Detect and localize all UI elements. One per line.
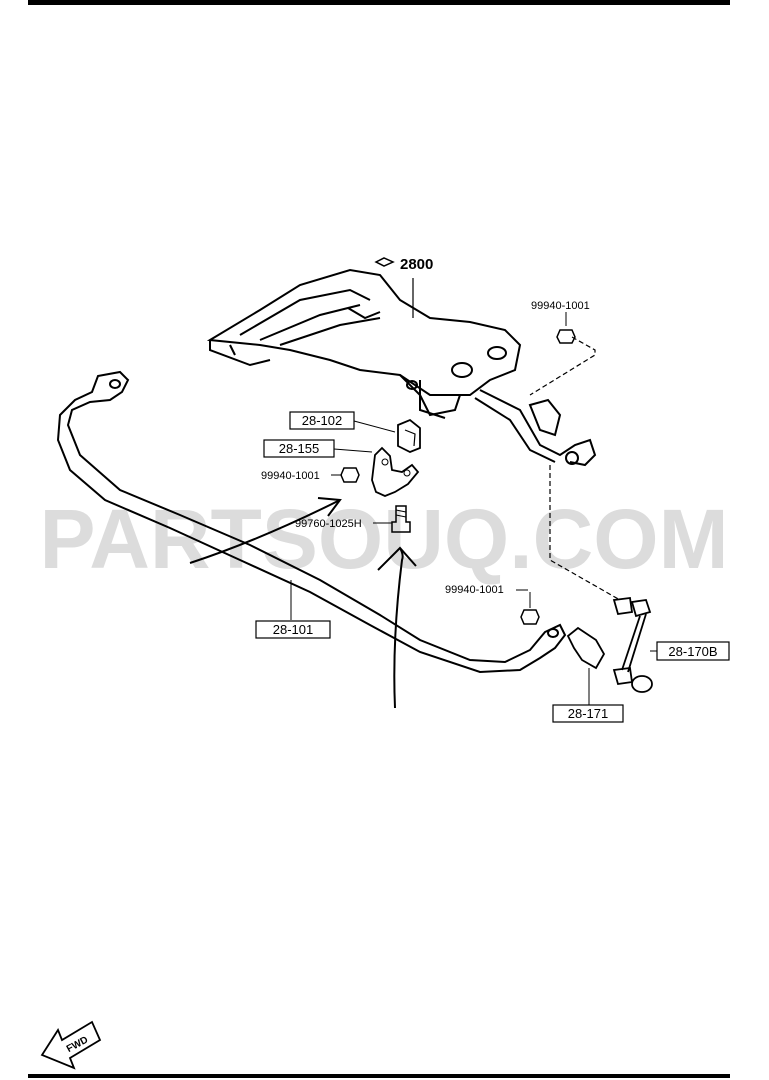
link-guide-dashed: [549, 465, 621, 601]
bracket-shape: [371, 446, 420, 497]
ref-2800: 2800: [374, 256, 433, 318]
cover-28-171: 28-171: [552, 626, 624, 723]
bottom-border: [28, 1074, 730, 1078]
bolt-99760: 99760-1025H: [295, 505, 411, 533]
top-border: [28, 0, 730, 5]
fwd-label: FWD: [65, 1035, 90, 1055]
link-callout: 28-170B: [650, 641, 730, 661]
bracket-28-155: 28-155: [263, 439, 420, 497]
hand-arrow-up: [377, 546, 417, 709]
nut-top: 99940-1001: [529, 300, 596, 396]
nut-lower-label: 99940-1001: [445, 584, 504, 596]
link-28-170B: [612, 596, 653, 693]
subframe-crossmember: [206, 268, 597, 467]
nut-lower-shape: [520, 609, 540, 625]
bracket-label: 28-155: [279, 441, 319, 456]
stabilizer-bar-28-101: [56, 370, 567, 674]
bushing-shape: [397, 418, 421, 453]
nut-left-label: 99940-1001: [261, 470, 320, 482]
nut-left: 99940-1001: [261, 467, 360, 483]
bushing-label: 28-102: [302, 413, 342, 428]
nut-top-label: 99940-1001: [531, 300, 590, 312]
cover-label: 28-171: [568, 706, 608, 721]
ref-2800-label: 2800: [400, 256, 433, 273]
hand-arrow-left: [189, 497, 342, 564]
watermark: PARTSOUQ.COM: [39, 492, 728, 586]
cover-shape: [566, 626, 606, 670]
stabilizer-bar-callout: 28-101: [255, 580, 331, 639]
bolt-label: 99760-1025H: [295, 518, 362, 530]
link-label: 28-170B: [668, 644, 717, 659]
bushing-28-102: 28-102: [289, 411, 421, 453]
stabilizer-bar-label: 28-101: [273, 622, 313, 637]
bolt-shape: [391, 505, 411, 533]
nut-left-shape: [340, 467, 360, 483]
fwd-arrow: FWD: [40, 1020, 102, 1070]
nut-lower: 99940-1001: [445, 584, 540, 625]
nut-top-shape: [556, 329, 576, 344]
